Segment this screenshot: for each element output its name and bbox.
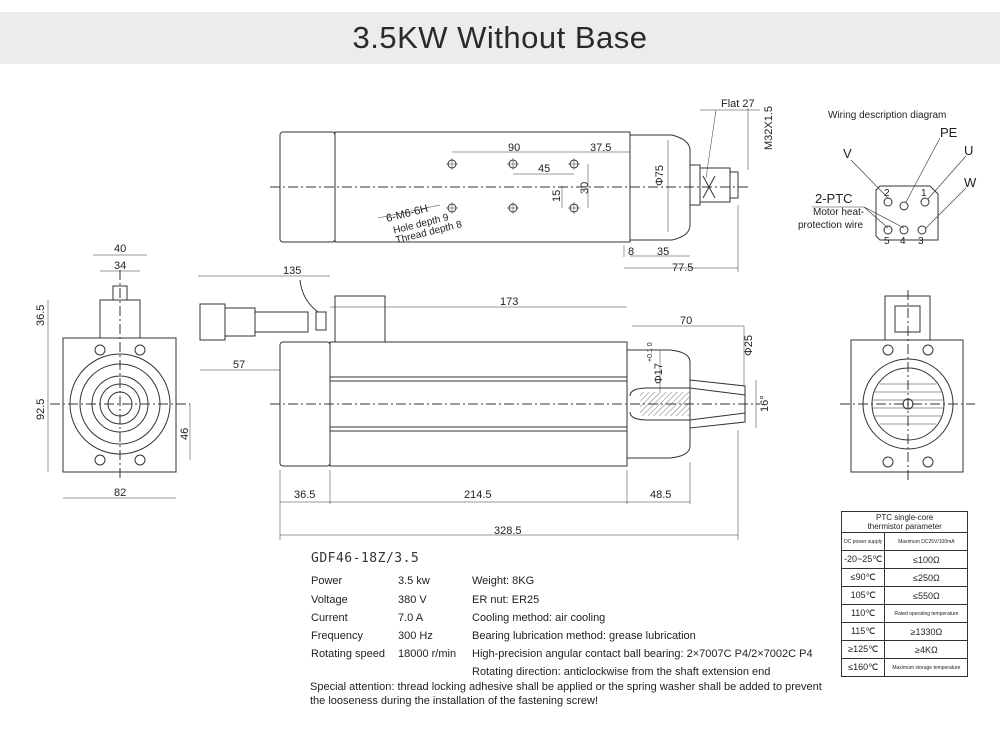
spec-power-value: 3.5 kw: [398, 575, 430, 587]
dim-side-135: 135: [283, 265, 301, 277]
motor-heat-label: Motor heat-: [813, 207, 864, 218]
ptc-row-value: ≤250Ω: [884, 568, 969, 587]
spec-voltage-value: 380 V: [398, 594, 427, 606]
dim-side-328.5: 328.5: [494, 525, 522, 537]
wiring-title: Wiring description diagram: [828, 110, 946, 121]
ptc-row-value: ≤550Ω: [884, 586, 969, 605]
dim-top-15: 15: [551, 190, 563, 202]
pin-5: 5: [884, 236, 890, 247]
dim-top-77.5: 77.5: [672, 262, 693, 274]
special-attention-note: Special attention: thread locking adhesi…: [310, 681, 822, 707]
wire-w-label: W: [964, 175, 977, 190]
side-view: 135 173 57 70 Φ25 Φ17 +0.1 0 16° 36.5 21…: [198, 265, 771, 540]
dim-side-angle: 16°: [759, 395, 771, 412]
ptc-row-temp: ≤90℃: [840, 568, 886, 587]
spec-weight: Weight: 8KG: [472, 575, 535, 587]
ptc-row-temp: -20~25℃: [840, 550, 886, 569]
spec-rotation: Rotating direction: anticlockwise from t…: [472, 666, 771, 678]
ptc-row-value: ≥1330Ω: [884, 622, 969, 641]
ptc-label: 2-PTC: [815, 191, 853, 206]
thread-m32-label: M32X1.5: [763, 106, 775, 150]
ptc-table-title: PTC single-core thermistor parameter: [840, 511, 969, 533]
ptc-parameter-table: PTC single-core thermistor parameter DC …: [840, 511, 969, 677]
dim-front-46: 46: [179, 428, 191, 440]
dim-front-34: 34: [114, 260, 126, 272]
ptc-row-temp: ≥125℃: [840, 640, 886, 659]
spec-current-value: 7.0 A: [398, 612, 424, 624]
ptc-header-left: DC power supply: [840, 532, 886, 551]
spec-frequency-value: 300 Hz: [398, 630, 433, 642]
spec-er-nut: ER nut: ER25: [472, 594, 540, 606]
wire-v-label: V: [843, 146, 852, 161]
dim-side-phi17: Φ17: [653, 363, 665, 384]
ptc-row-value: Rated operating temperature: [884, 604, 969, 623]
spec-voltage-label: Voltage: [311, 594, 348, 606]
spec-speed-value: 18000 r/min: [398, 648, 457, 660]
rear-view: [840, 290, 975, 480]
ptc-row-value: ≥4KΩ: [884, 640, 969, 659]
ptc-row-temp: 105℃: [840, 586, 886, 605]
dim-side-214.5: 214.5: [464, 489, 492, 501]
ptc-row-value: Maximum storage temperature: [884, 658, 969, 677]
spec-cooling: Cooling method: air cooling: [472, 612, 606, 624]
dim-side-57: 57: [233, 359, 245, 371]
dim-side-36.5: 36.5: [294, 489, 315, 501]
pin-3: 3: [918, 236, 924, 247]
dim-top-37.5: 37.5: [590, 142, 611, 154]
title-banner: 3.5KW Without Base: [0, 12, 1000, 64]
ptc-row-value: ≤100Ω: [884, 550, 969, 569]
dim-top-phi75: Φ75: [654, 165, 666, 186]
pin-1: 1: [921, 188, 927, 199]
wire-pe-label: PE: [940, 125, 958, 140]
model-number: GDF46-18Z/3.5: [311, 551, 420, 566]
dim-side-tolerance: +0.1 0: [647, 342, 654, 362]
flat-27-label: Flat 27: [721, 98, 755, 110]
dim-side-48.5: 48.5: [650, 489, 671, 501]
dim-front-36.5: 36.5: [35, 305, 47, 326]
dim-front-92.5: 92.5: [35, 399, 47, 420]
dim-top-30: 30: [579, 182, 591, 194]
ptc-header-right: Maximum DC25V/100mA: [884, 532, 969, 551]
spec-speed-label: Rotating speed: [311, 648, 385, 660]
spec-frequency-label: Frequency: [311, 630, 363, 642]
ptc-row-temp: 110℃: [840, 604, 886, 623]
dim-side-phi25: Φ25: [743, 335, 755, 356]
ptc-title-line2: thermistor parameter: [867, 522, 942, 531]
ptc-row-temp: 115℃: [840, 622, 886, 641]
wiring-diagram: [812, 137, 967, 241]
spec-lubrication: Bearing lubrication method: grease lubri…: [472, 630, 696, 642]
dim-top-8: 8: [628, 246, 634, 258]
dim-side-70: 70: [680, 315, 692, 327]
spec-power-label: Power: [311, 575, 343, 587]
dim-top-90: 90: [508, 142, 520, 154]
dim-top-45: 45: [538, 163, 550, 175]
dim-front-40: 40: [114, 243, 126, 255]
protection-wire-label: protection wire: [798, 220, 863, 231]
dim-side-173: 173: [500, 296, 518, 308]
pin-2: 2: [884, 188, 890, 199]
page-title: 3.5KW Without Base: [352, 20, 648, 55]
dim-front-82: 82: [114, 487, 126, 499]
front-view: 40 34 36.5 92.5 46 82: [35, 243, 191, 499]
dim-top-35: 35: [657, 246, 669, 258]
ptc-title-line1: PTC single-core: [876, 513, 934, 522]
ptc-row-temp: ≤160℃: [840, 658, 886, 677]
spec-current-label: Current: [311, 612, 348, 624]
top-view: 90 37.5 45 30 15 Φ75 8 35 77.5 Flat 27 M…: [270, 98, 775, 274]
pin-4: 4: [900, 236, 906, 247]
spec-bearing: High-precision angular contact ball bear…: [472, 648, 813, 660]
wire-u-label: U: [964, 143, 973, 158]
